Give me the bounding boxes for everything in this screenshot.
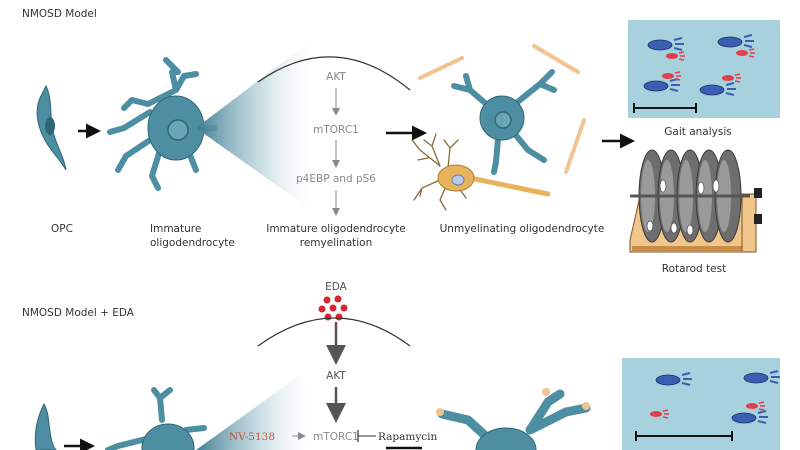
immature-label-line1: Immature	[150, 223, 201, 235]
top-title: NMOSD Model	[22, 8, 97, 20]
footprint-icon	[699, 73, 741, 96]
footprint-icon	[717, 34, 755, 58]
bottom-title: NMOSD Model + EDA	[22, 307, 135, 319]
footprint-icon	[731, 401, 768, 424]
inhibition-bar	[357, 430, 376, 442]
unmyelinating-oligodendrocyte-icon	[418, 44, 586, 175]
rapamycin-label: Rapamycin	[378, 431, 438, 443]
membrane-arc-bottom	[257, 317, 411, 347]
gait-label: Gait analysis	[664, 126, 731, 138]
signal-cone-bottom	[196, 368, 318, 450]
pathway-mtorc1: mTORC1	[313, 124, 359, 136]
nv5138-label: NV-5138	[229, 431, 275, 443]
footprint-icon	[647, 37, 685, 61]
remyelination-label-line2: remyelination	[300, 237, 373, 249]
footprint-icon	[650, 409, 669, 419]
rotarod-icon	[629, 149, 762, 253]
signal-cone	[196, 40, 320, 216]
pathway-akt: AKT	[326, 71, 346, 83]
membrane-arc-top	[257, 56, 411, 91]
footprint-icon	[743, 370, 780, 384]
neuron-icon	[411, 133, 551, 211]
footprint-icon	[655, 372, 692, 386]
pathway-mtorc1-bottom: mTORC1	[313, 431, 359, 443]
immature-oligodendrocyte-bottom-icon	[105, 387, 207, 450]
opc-cell-bottom-icon	[34, 402, 57, 450]
gait-panel-top	[628, 20, 780, 118]
opc-label: OPC	[51, 223, 73, 235]
scale-bar	[633, 103, 697, 113]
myelinating-oligodendrocyte-icon	[436, 388, 591, 450]
pathway-akt-bottom: AKT	[326, 370, 346, 382]
footprint-icon	[643, 71, 681, 92]
immature-label-line2: oligodendrocyte	[150, 237, 235, 249]
opc-cell-icon	[36, 84, 67, 171]
immature-oligodendrocyte-icon	[107, 57, 217, 191]
eda-molecules-icon	[318, 295, 348, 321]
gait-panel-bottom	[622, 358, 780, 450]
rotarod-label: Rotarod test	[662, 263, 726, 275]
eda-label: EDA	[325, 281, 348, 293]
remyelination-label-line1: Immature oligodendrocyte	[266, 223, 406, 235]
scale-bar-bottom	[635, 431, 733, 441]
pathway-p4ebp: p4EBP and pS6	[296, 173, 376, 185]
unmyelinating-label: Unmyelinating oligodendrocyte	[440, 223, 605, 235]
